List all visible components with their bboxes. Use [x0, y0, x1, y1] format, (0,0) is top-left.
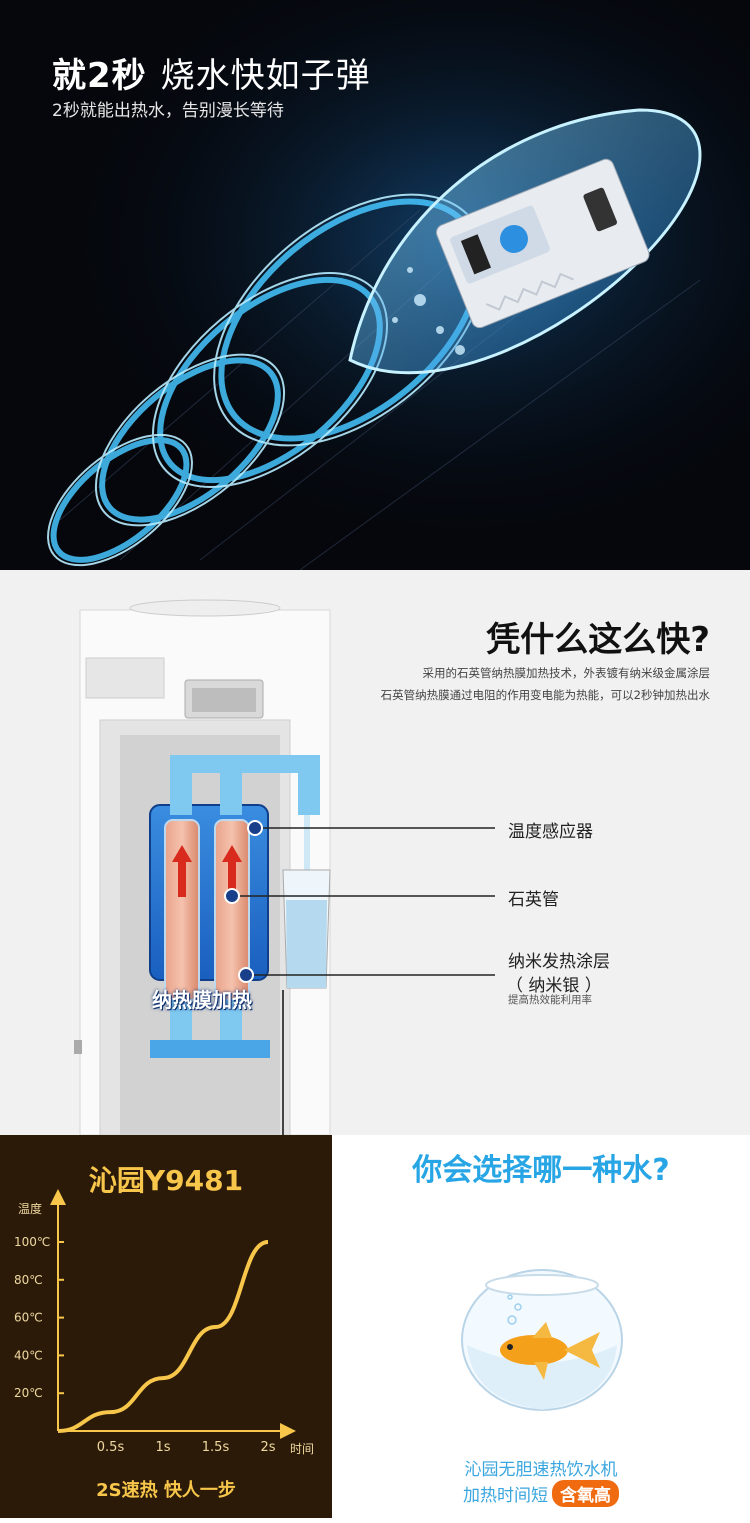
callout-nano-coating: 纳米发热涂层 — [508, 952, 610, 972]
why-desc-line1: 采用的石英管纳热膜加热技术，外表镀有纳米级金属涂层 — [422, 666, 711, 680]
temperature-curve — [57, 1240, 269, 1433]
callout-nano-silver: （ 纳米银 ） — [506, 976, 602, 996]
graph-slogan: 2S速热 快人一步 — [96, 1480, 236, 1501]
hero-title-light: 烧水快如子弹 — [160, 56, 371, 96]
x-tick-label: 1.5s — [202, 1440, 230, 1455]
y-tick-label: 100℃ — [14, 1235, 50, 1249]
choose-line2: 加热时间短含氧高 — [332, 1480, 750, 1507]
heating-panel-label: 纳热膜加热 — [152, 988, 252, 1012]
heating-curve-chart: 20℃ 40℃ 60℃ 80℃ 100℃ 0.5s 1s 1.5s 2s 温度 时间 — [14, 1189, 314, 1456]
heating-curve-panel: 沁园Y9481 20℃ 40℃ 60℃ 80℃ 100℃ 0.5s 1s 1.5s 2s 温度 … — [0, 1135, 332, 1518]
choose-title: 你会选择哪一种水? — [412, 1153, 670, 1188]
hero-title-bold: 就2秒 — [52, 56, 147, 96]
hero-banner: 就2秒烧水快如子弹 2秒就能出热水，告别漫长等待 — [0, 0, 750, 570]
why-desc-line2: 石英管纳热膜通过电阻的作用变电能为热能，可以2秒钟加热出水 — [380, 688, 710, 702]
x-tick-label: 0.5s — [97, 1440, 125, 1455]
y-tick-label: 20℃ — [14, 1386, 43, 1400]
dispenser-cutaway-illustration — [74, 599, 495, 1135]
fishbowl-illustration — [461, 1269, 623, 1411]
y-tick-label: 60℃ — [14, 1311, 43, 1325]
speed-bullet-illustration — [0, 0, 750, 570]
oxygen-badge: 含氧高 — [552, 1480, 619, 1507]
callout-quartz-tube: 石英管 — [508, 890, 559, 910]
callout-efficiency-note: 提高热效能利用率 — [508, 994, 592, 1006]
graph-title: 沁园Y9481 — [88, 1164, 244, 1197]
choose-water-panel: 你会选择哪一种水? 沁园无胆速热饮水机 加热时间短含氧高 — [332, 1135, 750, 1518]
choose-line2-text: 加热时间短 — [463, 1486, 548, 1506]
y-tick-label: 40℃ — [14, 1348, 43, 1362]
x-tick-label: 1s — [155, 1440, 170, 1455]
why-fast-section: 纳热膜加热 凭什么这么快? 采用的石英管纳热膜加热技术，外表镀有纳米级金属涂层 … — [0, 570, 750, 1135]
x-axis-label: 时间 — [290, 1442, 314, 1456]
x-tick-label: 2s — [260, 1440, 275, 1455]
hero-title: 就2秒烧水快如子弹 — [52, 48, 371, 97]
hero-subtitle: 2秒就能出热水，告别漫长等待 — [52, 101, 284, 121]
y-axis-label: 温度 — [18, 1201, 42, 1216]
why-title: 凭什么这么快? — [486, 620, 710, 660]
choose-line1: 沁园无胆速热饮水机 — [464, 1460, 618, 1480]
callout-temperature-sensor: 温度感应器 — [508, 822, 593, 842]
why-description: 采用的石英管纳热膜加热技术，外表镀有纳米级金属涂层 石英管纳热膜通过电阻的作用变… — [290, 662, 710, 706]
y-tick-label: 80℃ — [14, 1273, 43, 1287]
